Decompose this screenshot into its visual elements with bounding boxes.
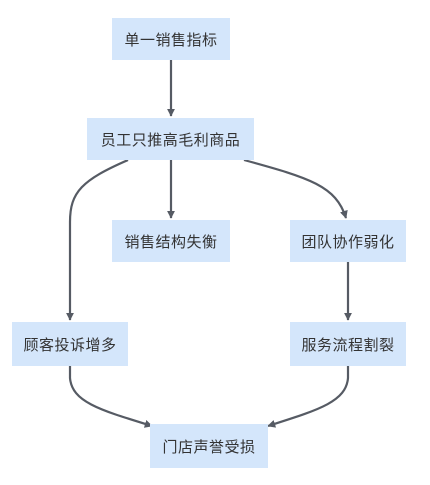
- node-service-process-fragmented[interactable]: 服务流程割裂: [290, 322, 406, 366]
- node-single-kpi[interactable]: 单一销售指标: [112, 18, 230, 60]
- node-push-high-margin[interactable]: 员工只推高毛利商品: [87, 118, 254, 160]
- edge-push-high-margin-to-customer-complaints: [66, 158, 129, 321]
- edge-service-process-fragmented-to-store-reputation: [267, 366, 350, 428]
- node-store-reputation-damaged[interactable]: 门店声誉受损: [150, 424, 268, 468]
- edge-customer-complaints-to-store-reputation: [68, 366, 153, 428]
- node-customer-complaints[interactable]: 顾客投诉增多: [12, 322, 128, 366]
- edge-push-high-margin-to-teamwork-weakened: [243, 158, 348, 219]
- node-teamwork-weakened[interactable]: 团队协作弱化: [290, 220, 406, 262]
- node-sales-structure-imbalance[interactable]: 销售结构失衡: [112, 220, 230, 262]
